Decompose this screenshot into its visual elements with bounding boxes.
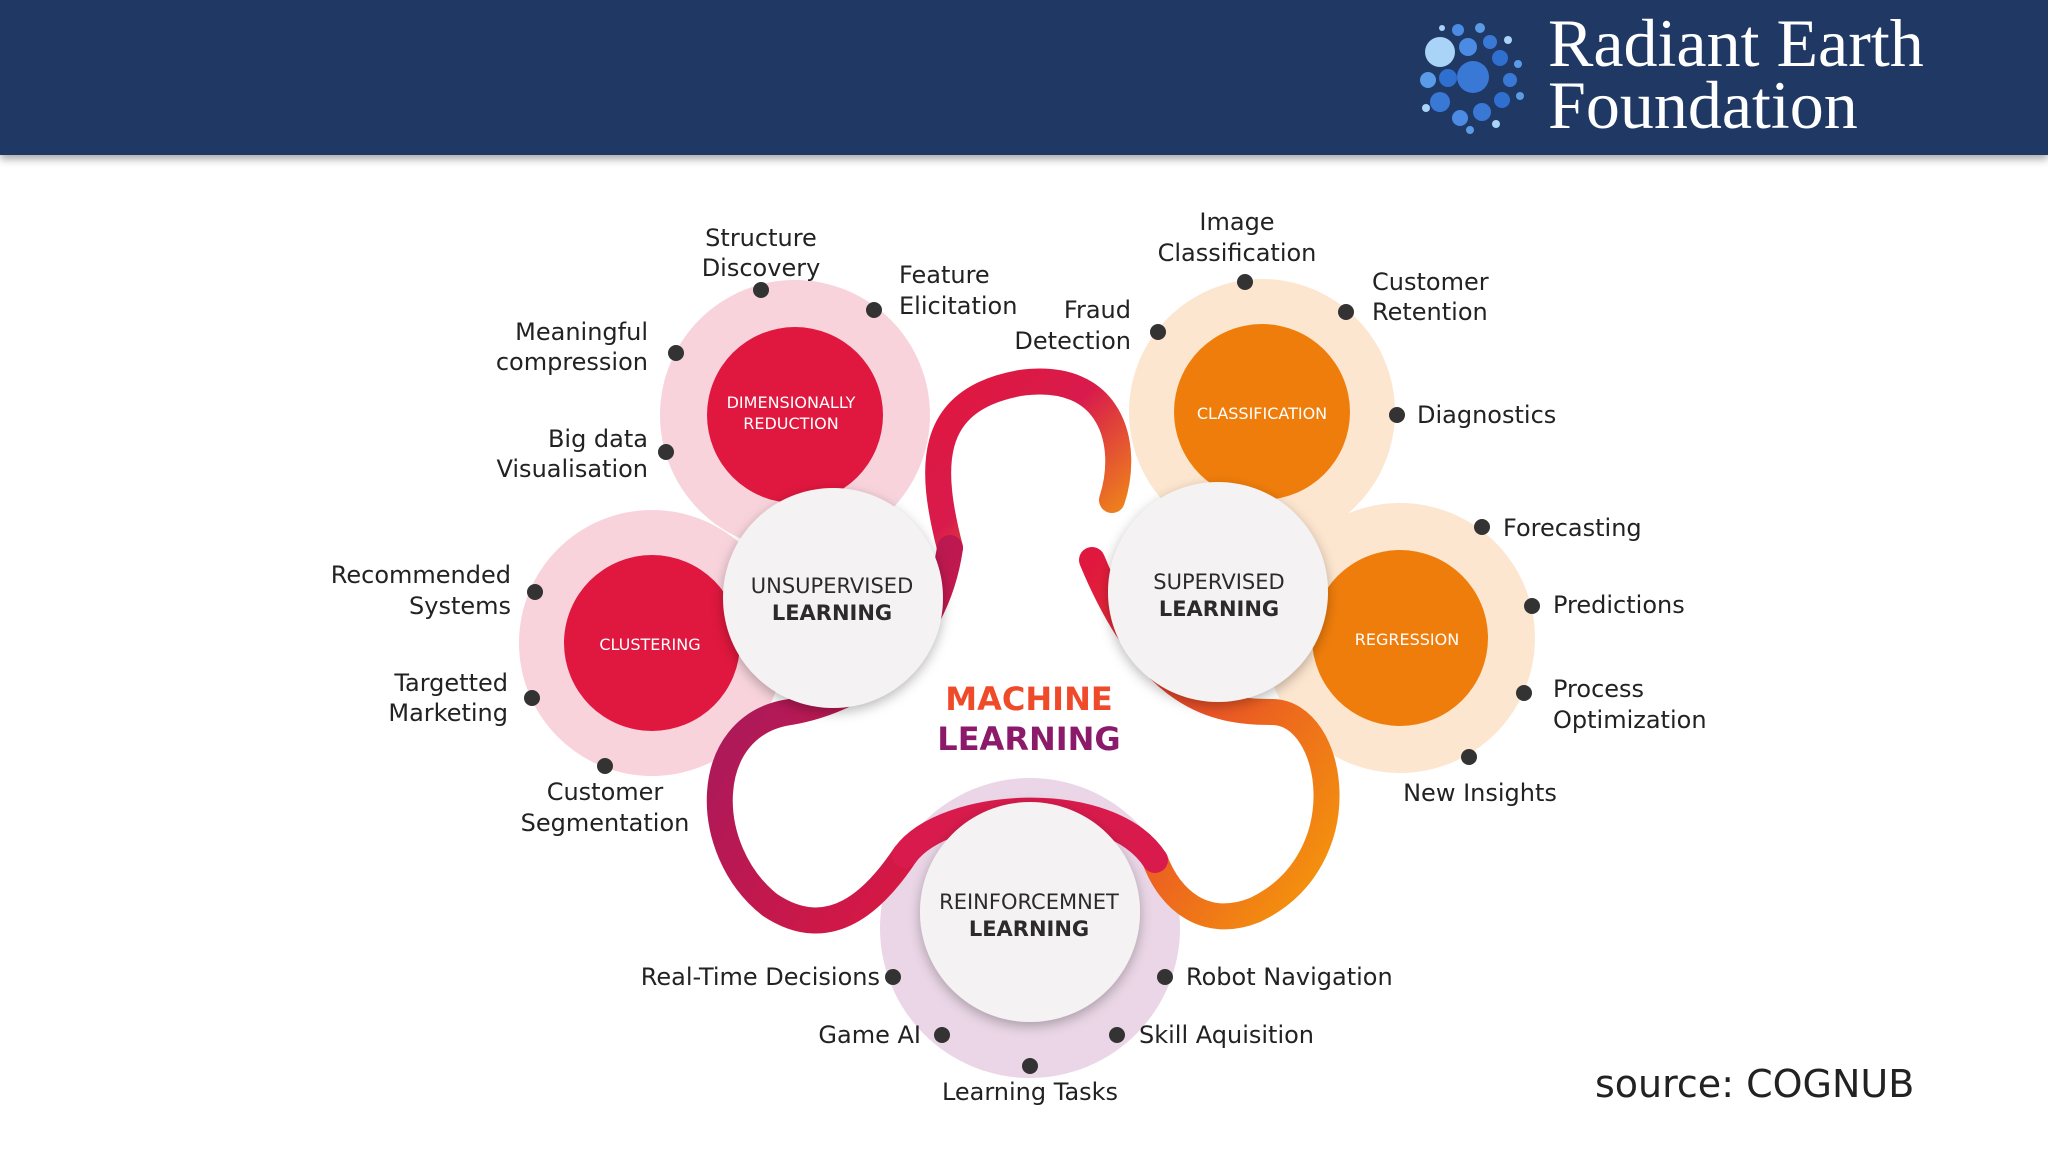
label-meaningful-1: Meaningful [515, 318, 648, 346]
clustering-label: CLUSTERING [599, 635, 700, 654]
label-image-1: Image [1199, 208, 1274, 236]
label-fraud-1: Fraud [1064, 296, 1131, 324]
clustering-disc [564, 555, 740, 731]
label-diagnostics: Diagnostics [1417, 401, 1556, 429]
supervised-hub [1108, 482, 1328, 702]
regression-disc [1312, 550, 1488, 726]
center-title-line1: MACHINE [945, 680, 1112, 718]
org-name: Radiant Earth Foundation [1548, 5, 1924, 143]
label-forecasting: Forecasting [1503, 514, 1642, 542]
label-bigdata-2: Visualisation [497, 455, 649, 483]
center-title-line2: LEARNING [937, 720, 1120, 758]
reinforcement-hub [920, 802, 1140, 1022]
regression-label: REGRESSION [1355, 630, 1459, 649]
label-targetted-1: Targetted [393, 669, 508, 697]
label-bigdata-1: Big data [548, 425, 648, 453]
label-tasks: Learning Tasks [942, 1078, 1118, 1106]
label-retention-1: Customer [1372, 268, 1489, 296]
dim-reduction-label-2: REDUCTION [743, 414, 838, 433]
label-customer-seg-1: Customer [547, 778, 664, 806]
label-robot: Robot Navigation [1186, 963, 1393, 991]
label-recommended-1: Recommended [331, 561, 511, 589]
label-targetted-2: Marketing [388, 699, 508, 727]
bullet-dots [524, 274, 1540, 1074]
label-process-2: Optimization [1553, 706, 1707, 734]
label-fraud-2: Detection [1014, 327, 1131, 355]
header-bar: Radiant Earth Foundation [0, 0, 2048, 155]
classification-disc [1174, 324, 1350, 500]
label-insights: New Insights [1403, 779, 1557, 807]
classification-label: CLASSIFICATION [1197, 404, 1327, 423]
radiant-earth-logo-icon [1420, 23, 1524, 134]
reinforcement-hub-line1: REINFORCEMNET [939, 890, 1119, 914]
label-recommended-2: Systems [409, 592, 511, 620]
dim-reduction-label-1: DIMENSIONALLY [727, 393, 856, 412]
supervised-hub-line1: SUPERVISED [1153, 570, 1284, 594]
dim-reduction-disc [707, 327, 883, 503]
label-structure-2: Discovery [702, 254, 821, 282]
label-gameai: Game AI [818, 1021, 921, 1049]
label-image-2: Classification [1158, 239, 1317, 267]
label-feature-2: Elicitation [899, 292, 1017, 320]
unsupervised-hub [723, 488, 943, 708]
label-process-1: Process [1553, 675, 1644, 703]
label-skill: Skill Aquisition [1139, 1021, 1314, 1049]
source-credit: source: COGNUB [1595, 1062, 1915, 1106]
supervised-hub-line2: LEARNING [1159, 597, 1279, 621]
unsupervised-hub-line2: LEARNING [772, 601, 892, 625]
org-name-line1: Radiant Earth [1548, 5, 1924, 81]
label-predictions: Predictions [1553, 591, 1685, 619]
label-customer-seg-2: Segmentation [521, 809, 690, 837]
reinforcement-hub-line2: LEARNING [969, 917, 1089, 941]
org-name-line2: Foundation [1548, 67, 1858, 143]
label-structure-1: Structure [705, 224, 817, 252]
unsupervised-hub-line1: UNSUPERVISED [751, 574, 913, 598]
label-meaningful-2: compression [496, 348, 648, 376]
label-retention-2: Retention [1372, 298, 1488, 326]
ribbon-top-loop [925, 368, 1132, 561]
label-realtime: Real-Time Decisions [641, 963, 880, 991]
label-feature-1: Feature [899, 261, 990, 289]
